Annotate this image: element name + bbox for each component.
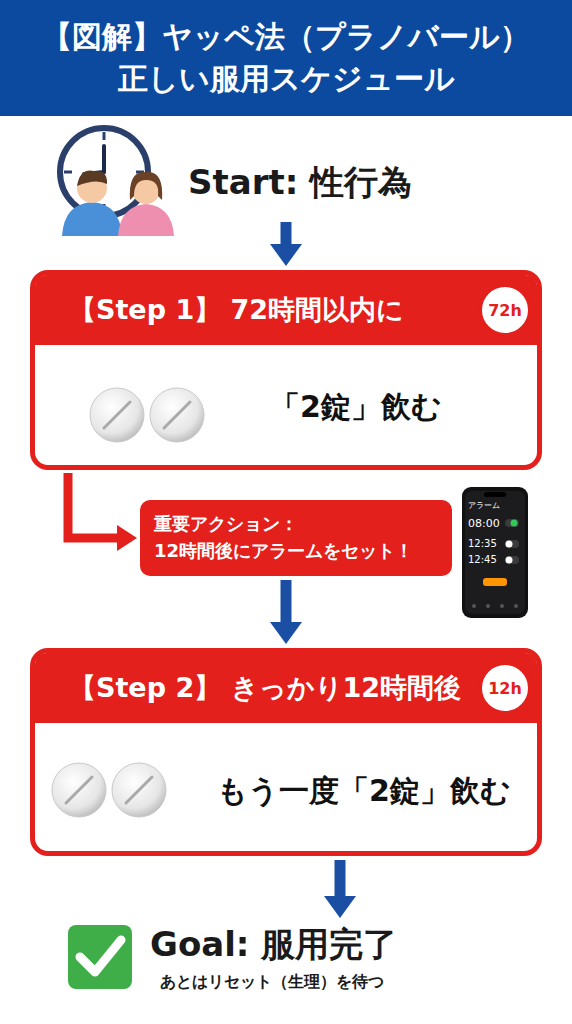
pill-pair bbox=[47, 755, 177, 825]
check-icon bbox=[68, 925, 132, 989]
badge-text: 72h bbox=[488, 301, 522, 320]
step-box: 【Step 1】 72時間以内に「2錠」飲む 72h bbox=[30, 270, 542, 470]
start-label: Start: 性行為 bbox=[188, 148, 458, 218]
step-heading: 【Step 2】 きっかり12時間後 bbox=[69, 653, 461, 723]
flow-arrow bbox=[270, 580, 302, 644]
clock-couple-icon bbox=[60, 128, 174, 236]
alarm-time: 12:35 bbox=[468, 538, 497, 549]
time-badge: 12h bbox=[479, 662, 531, 714]
goal-heading: Goal: 服用完了 bbox=[150, 922, 530, 968]
start-text: Start: 性行為 bbox=[188, 160, 412, 206]
flow-arrow bbox=[68, 473, 137, 551]
title: 【図解】ヤッペ法（プラノバール） 正しい服用スケジュール bbox=[16, 12, 556, 104]
alarm-phone bbox=[462, 487, 528, 618]
phone-screen-title: アラーム bbox=[468, 500, 500, 511]
time-badge: 72h bbox=[479, 284, 531, 336]
flow-arrow bbox=[270, 222, 302, 266]
callout-text: 重要アクション： 12時間後にアラームをセット！ bbox=[154, 513, 413, 561]
step-instruction: もう一度「2錠」飲む bbox=[217, 771, 511, 812]
step-box: 【Step 2】 きっかり12時間後もう一度「2錠」飲む 12h bbox=[30, 648, 542, 856]
title-band bbox=[0, 0, 572, 116]
goal-note: あとはリセット（生理）を待つ bbox=[160, 972, 530, 993]
callout-box: 重要アクション： 12時間後にアラームをセット！ bbox=[140, 500, 452, 576]
step-instruction: 「2錠」飲む bbox=[270, 387, 442, 428]
flow-arrow bbox=[324, 860, 356, 918]
pill-pair bbox=[85, 380, 215, 450]
alarm-time: 12:45 bbox=[468, 554, 497, 565]
step-heading: 【Step 1】 72時間以内に bbox=[69, 275, 404, 345]
goal-label: Goal: 服用完了あとはリセット（生理）を待つ bbox=[150, 922, 530, 993]
alarm-time: 08:00 bbox=[468, 517, 500, 530]
step-header-band: 【Step 2】 きっかり12時間後 bbox=[35, 653, 537, 723]
badge-text: 12h bbox=[488, 679, 522, 698]
step-header-band: 【Step 1】 72時間以内に bbox=[35, 275, 537, 345]
